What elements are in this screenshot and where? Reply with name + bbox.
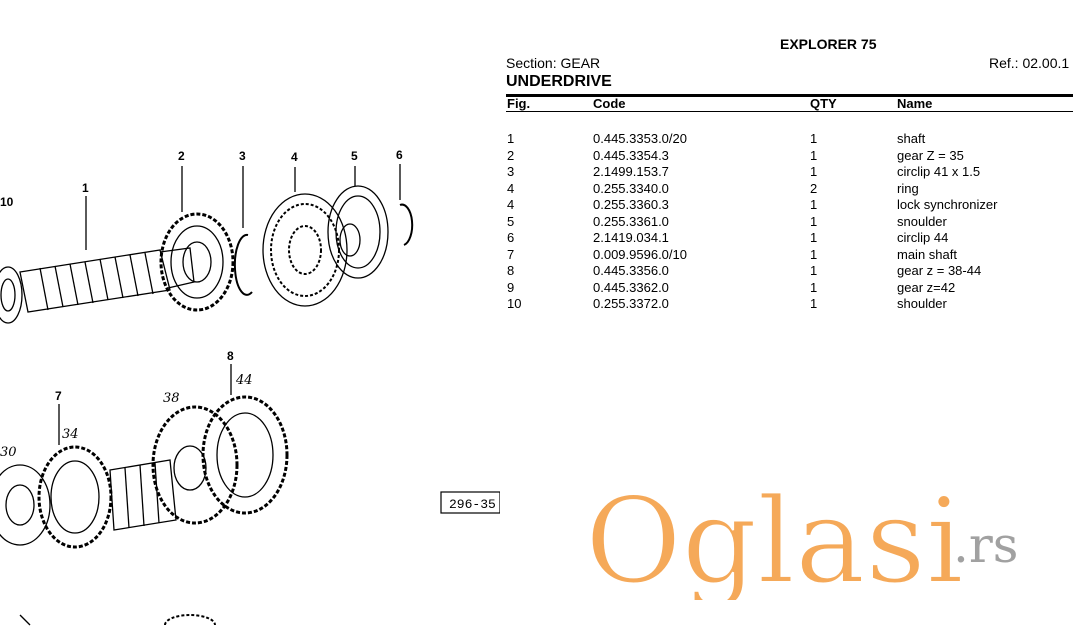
- cell-code: 2.1419.034.1: [593, 230, 669, 245]
- cell-name: lock synchronizer: [897, 197, 998, 212]
- cell-fig: 7: [507, 246, 515, 262]
- cell-fig: 6: [507, 230, 515, 245]
- exploded-parts-drawing: 10 1 2 3 4 5 6 8 7 38 44 34 30 296-35: [0, 148, 500, 626]
- cell-code: 2.1499.153.7: [593, 164, 669, 179]
- cell-name: main shaft: [897, 246, 957, 262]
- plate-number-box: [440, 491, 500, 514]
- callout-3: 3: [239, 149, 246, 163]
- header-divider: [506, 94, 1073, 97]
- table-row: 8 0.445.3356.0 1 gear z = 38-44: [0, 263, 1073, 279]
- cell-name: snoulder: [897, 213, 947, 229]
- cell-name: gear z=42: [897, 279, 956, 295]
- cell-fig: 4: [507, 180, 515, 196]
- callout-5: 5: [351, 149, 358, 163]
- cell-code: 0.255.3372.0: [593, 296, 669, 311]
- handwritten-34: 34: [62, 427, 79, 442]
- table-row: 5 0.255.3361.0 1 snoulder: [0, 214, 1073, 230]
- table-row: 6 2.1419.034.1 1 circlip 44: [0, 230, 1073, 246]
- gear-z38-44-drawing: [151, 395, 289, 525]
- cell-fig: 9: [507, 279, 515, 295]
- column-header-divider: [506, 111, 1073, 112]
- cell-name: gear Z = 35: [897, 147, 964, 163]
- cell-name: circlip 44: [897, 230, 949, 245]
- cell-name: shoulder: [897, 296, 947, 311]
- cell-qty: 1: [810, 230, 818, 245]
- cell-code: 0.445.3356.0: [593, 263, 669, 278]
- watermark-suffix: .rs: [953, 516, 1018, 574]
- cell-code: 0.255.3360.3: [593, 197, 669, 212]
- table-row: 4 0.255.3340.0 2 ring: [0, 181, 1073, 197]
- table-row: 9 0.445.3362.0 1 gear z=42: [0, 280, 1073, 296]
- cell-qty: 1: [810, 213, 818, 229]
- handwritten-30: 30: [0, 445, 17, 460]
- cell-qty: 1: [810, 296, 818, 311]
- cell-fig: 8: [507, 263, 515, 278]
- cell-name: shaft: [897, 131, 926, 146]
- cell-qty: 1: [810, 197, 818, 212]
- callout-10: 10: [0, 195, 14, 209]
- callout-2: 2: [178, 149, 185, 163]
- reference-label: Ref.: 02.00.1: [989, 55, 1070, 71]
- watermark-brand: Oglasi: [585, 472, 964, 600]
- cell-fig: 3: [507, 164, 515, 179]
- cell-code: 0.445.3362.0: [593, 279, 669, 295]
- callout-6: 6: [396, 148, 403, 162]
- gear-z35-drawing: [159, 212, 235, 312]
- circlip-44-drawing: [399, 203, 414, 246]
- cell-fig: 1: [507, 131, 515, 146]
- column-header-fig: Fig.: [507, 96, 531, 111]
- table-row: 3 2.1499.153.7 1 circlip 41 x 1.5: [0, 164, 1073, 180]
- model-title: EXPLORER 75: [780, 36, 877, 52]
- table-row: 1 0.445.3353.0/20 1 shaft: [0, 131, 1073, 147]
- cell-name: gear z = 38-44: [897, 263, 982, 278]
- column-header-code: Code: [593, 96, 626, 111]
- circlip-drawing: [233, 233, 253, 296]
- cell-qty: 1: [810, 164, 818, 179]
- cell-fig: 10: [507, 296, 522, 311]
- shaft-drawing: [0, 247, 195, 324]
- group-title: UNDERDRIVE: [506, 73, 612, 90]
- cell-code: 0.445.3353.0/20: [593, 131, 687, 146]
- column-header-qty: QTY: [810, 96, 837, 111]
- oglasi-watermark: Oglasi .rs: [585, 471, 1018, 600]
- table-row: 7 0.009.9596.0/10 1 main shaft: [0, 247, 1073, 263]
- handwritten-38: 38: [163, 391, 180, 406]
- column-header-name: Name: [897, 96, 933, 111]
- plate-number: 296-35: [449, 497, 496, 512]
- cell-name: circlip 41 x 1.5: [897, 164, 981, 179]
- callout-8: 8: [227, 349, 234, 363]
- cell-code: 0.445.3354.3: [593, 147, 669, 163]
- table-row: 4 0.255.3360.3 1 lock synchronizer: [0, 197, 1073, 213]
- cell-qty: 1: [810, 131, 818, 146]
- cell-fig: 5: [507, 213, 515, 229]
- cell-code: 0.255.3340.0: [593, 180, 669, 196]
- cell-code: 0.255.3361.0: [593, 213, 669, 229]
- cell-qty: 1: [810, 263, 818, 278]
- cell-qty: 1: [810, 279, 818, 295]
- cell-qty: 1: [810, 246, 818, 262]
- main-shaft-drawing: [0, 445, 177, 549]
- callout-7: 7: [55, 389, 62, 403]
- cell-name: ring: [897, 180, 919, 196]
- cell-fig: 2: [507, 147, 515, 163]
- section-label: Section: GEAR: [506, 55, 601, 71]
- cell-qty: 1: [810, 147, 818, 163]
- table-row: 2 0.445.3354.3 1 gear Z = 35: [0, 148, 1073, 164]
- cell-fig: 4: [507, 197, 515, 212]
- callout-1: 1: [82, 181, 89, 195]
- table-row: 10 0.255.3372.0 1 shoulder: [0, 296, 1073, 312]
- callout-4: 4: [291, 150, 298, 164]
- handwritten-44: 44: [235, 373, 253, 388]
- shoulder-drawing: [327, 185, 389, 279]
- cell-code: 0.009.9596.0/10: [593, 246, 687, 262]
- cell-qty: 2: [810, 180, 818, 196]
